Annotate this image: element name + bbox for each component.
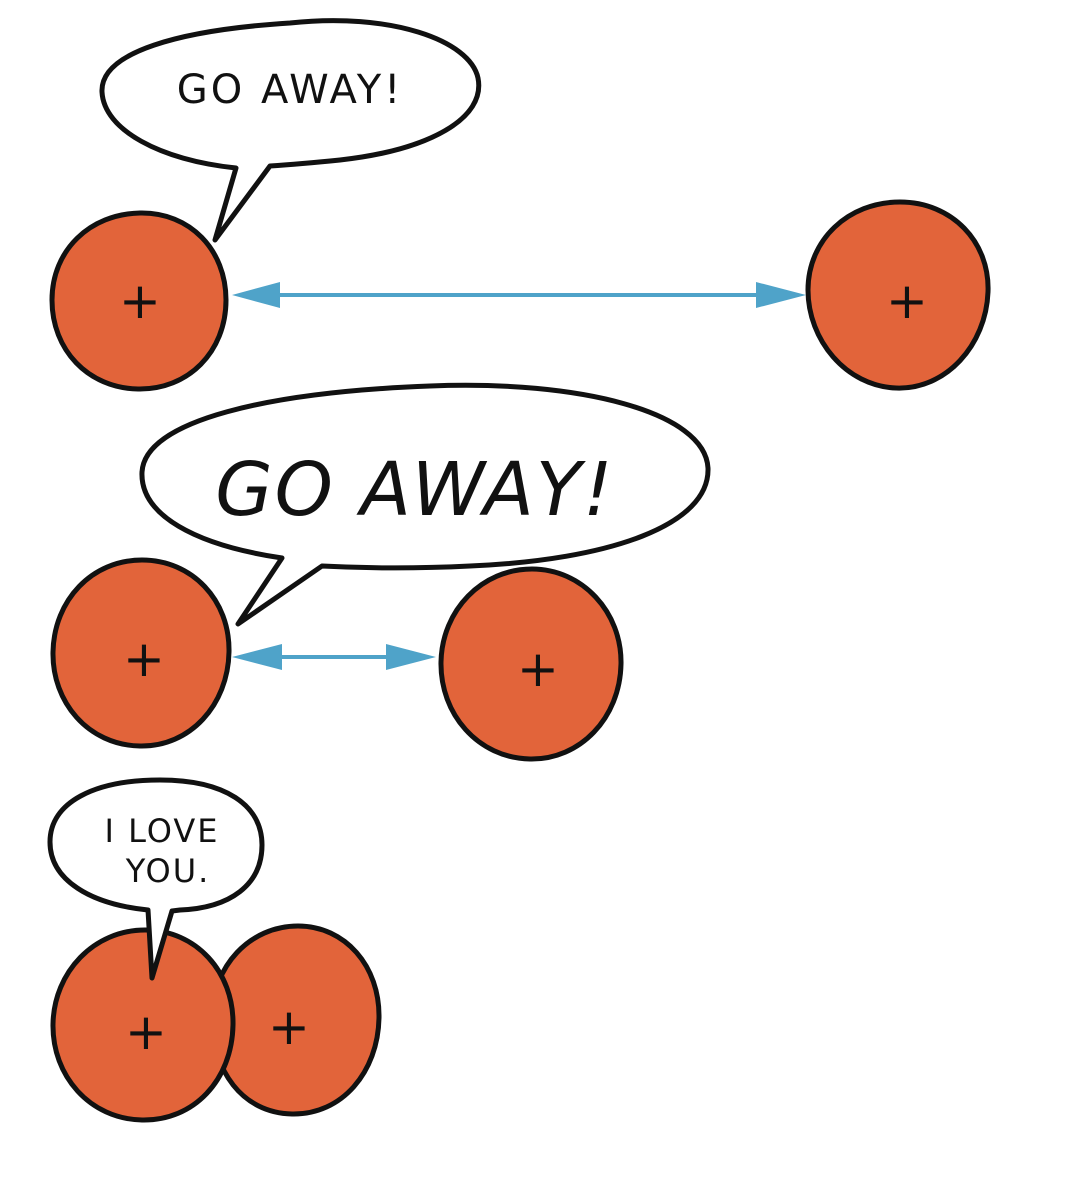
proton-1a-charge: + <box>119 272 161 330</box>
proton-2b-charge: + <box>517 640 559 698</box>
proton-2b-body <box>438 566 624 762</box>
speech-bubble-1: GO AWAY! <box>99 18 482 243</box>
repulsion-arrow-2 <box>232 644 436 670</box>
arrow-head-right-2 <box>386 644 436 670</box>
proton-1a: + <box>49 210 229 392</box>
proton-3a: + <box>50 927 236 1123</box>
arrow-head-left-1 <box>232 282 280 308</box>
proton-2a-body <box>50 557 232 749</box>
proton-3a-body <box>50 927 236 1123</box>
speech-text-1: GO AWAY! <box>177 67 403 113</box>
proton-1b-charge: + <box>886 272 928 330</box>
proton-1b: + <box>805 199 991 391</box>
proton-3b-charge: + <box>268 998 310 1056</box>
arrow-head-left-2 <box>232 644 282 670</box>
proton-2a: + <box>50 557 232 749</box>
panel-3: + + I LOVE YOU. <box>47 777 382 1123</box>
speech-bubble-2: GO AWAY! <box>139 382 711 627</box>
speech-text-3-line-1: I LOVE <box>104 812 219 850</box>
proton-2a-charge: + <box>123 630 165 688</box>
panel-2: GO AWAY! + + <box>50 382 711 762</box>
proton-3b: + <box>209 923 382 1117</box>
speech-text-2: GO AWAY! <box>215 447 614 533</box>
proton-2b: + <box>438 566 624 762</box>
speech-bubble-1-shape <box>99 18 482 243</box>
speech-text-3-line-2: YOU. <box>125 852 211 890</box>
panel-1: GO AWAY! + + <box>49 18 991 392</box>
proton-3a-charge: + <box>125 1003 167 1061</box>
speech-bubble-3-shape <box>47 777 265 981</box>
arrow-head-right-1 <box>756 282 806 308</box>
speech-bubble-3: I LOVE YOU. <box>47 777 265 981</box>
proton-1b-body <box>805 199 991 391</box>
repulsion-arrow-1 <box>232 282 806 308</box>
speech-bubble-2-shape <box>139 382 711 627</box>
proton-1a-body <box>49 210 229 392</box>
